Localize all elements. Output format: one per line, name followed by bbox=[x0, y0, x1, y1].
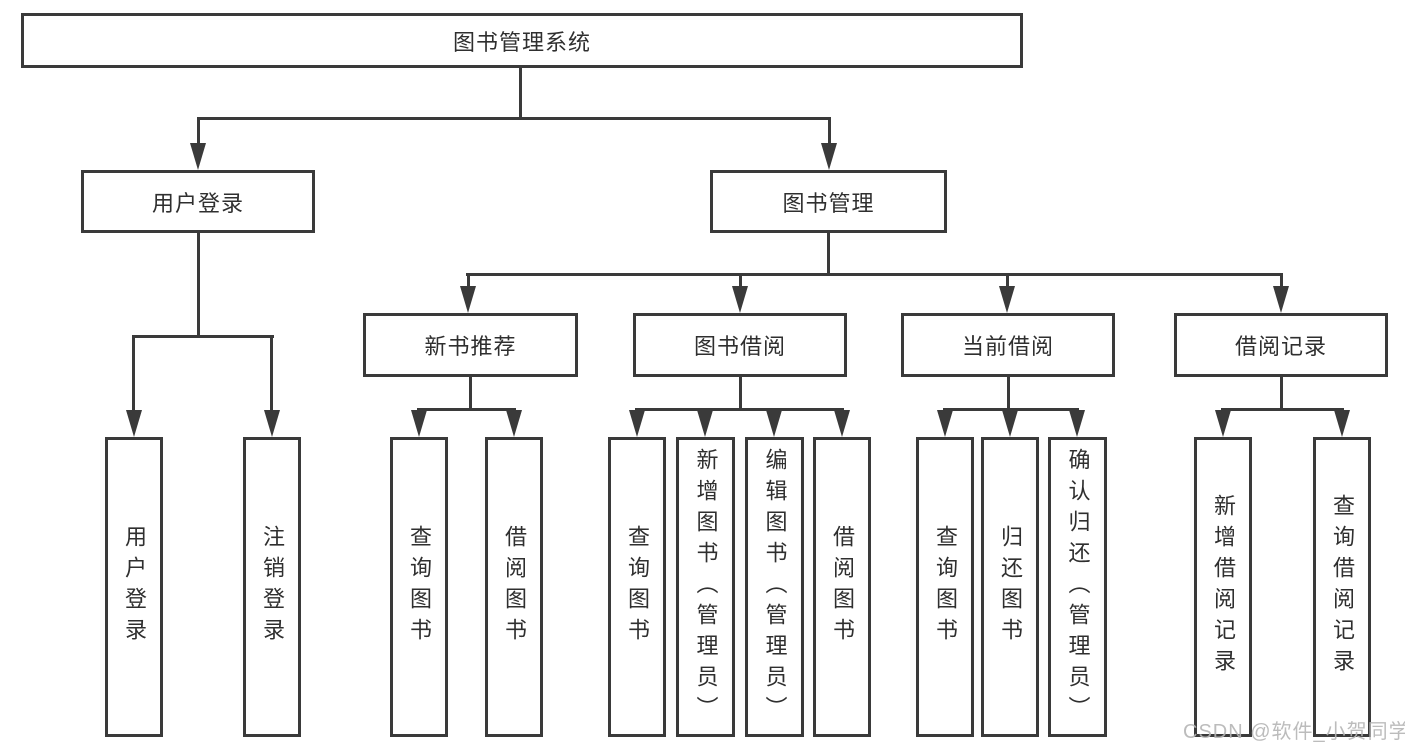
node-user-login: 用户登录 bbox=[81, 170, 315, 233]
node-new-book-recommend-label: 新书推荐 bbox=[424, 334, 517, 359]
leaf-confirm-return-admin-label: 确认归还（管理员） bbox=[1065, 447, 1091, 727]
arrow-down-icon bbox=[1069, 410, 1085, 437]
leaf-logout: 注销登录 bbox=[243, 437, 301, 737]
connector-line bbox=[943, 408, 1079, 411]
connector-line bbox=[519, 68, 522, 117]
arrow-down-icon bbox=[411, 410, 427, 437]
leaf-query-book-current: 查询图书 bbox=[916, 437, 974, 737]
leaf-query-borrow-record: 查询借阅记录 bbox=[1313, 437, 1371, 737]
leaf-return-book-label: 归还图书 bbox=[998, 525, 1023, 649]
leaf-borrow-book-borrow: 借阅图书 bbox=[813, 437, 871, 737]
connector-line bbox=[469, 377, 472, 410]
arrow-down-icon bbox=[821, 143, 837, 170]
leaf-borrow-book-newbook-label: 借阅图书 bbox=[502, 525, 527, 649]
arrow-down-icon bbox=[460, 286, 476, 313]
arrow-down-icon bbox=[834, 410, 850, 437]
node-root: 图书管理系统 bbox=[21, 13, 1023, 68]
leaf-edit-book-admin: 编辑图书（管理员） bbox=[745, 437, 804, 737]
leaf-query-book-newbook-label: 查询图书 bbox=[407, 525, 432, 649]
arrow-down-icon bbox=[1215, 410, 1231, 437]
node-current-borrow: 当前借阅 bbox=[901, 313, 1115, 377]
arrow-down-icon bbox=[1334, 410, 1350, 437]
node-book-management: 图书管理 bbox=[710, 170, 947, 233]
connector-line bbox=[739, 276, 742, 288]
arrow-down-icon bbox=[190, 143, 206, 170]
leaf-user-login-label: 用户登录 bbox=[122, 525, 147, 649]
node-book-borrow-label: 图书借阅 bbox=[693, 334, 786, 359]
node-borrow-record-label: 借阅记录 bbox=[1234, 334, 1327, 359]
arrow-down-icon bbox=[264, 410, 280, 437]
connector-line bbox=[635, 408, 844, 411]
arrow-down-icon bbox=[697, 410, 713, 437]
leaf-return-book: 归还图书 bbox=[981, 437, 1039, 737]
connector-line bbox=[1007, 377, 1010, 410]
connector-line bbox=[739, 377, 742, 410]
connector-line bbox=[1221, 408, 1344, 411]
leaf-query-book-borrow: 查询图书 bbox=[608, 437, 666, 737]
leaf-add-book-admin: 新增图书（管理员） bbox=[676, 437, 735, 737]
connector-line bbox=[417, 408, 516, 411]
connector-line bbox=[197, 117, 831, 120]
arrow-down-icon bbox=[1002, 410, 1018, 437]
node-book-borrow: 图书借阅 bbox=[633, 313, 847, 377]
connector-line bbox=[197, 120, 200, 145]
connector-line bbox=[828, 120, 831, 145]
watermark: CSDN @软件_小贺同学 bbox=[1183, 721, 1405, 743]
connector-line bbox=[270, 338, 273, 412]
connector-line bbox=[1280, 377, 1283, 410]
node-user-login-label: 用户登录 bbox=[151, 190, 244, 216]
leaf-logout-label: 注销登录 bbox=[260, 525, 285, 649]
connector-line bbox=[197, 233, 200, 337]
leaf-query-book-current-label: 查询图书 bbox=[933, 525, 958, 649]
arrow-down-icon bbox=[629, 410, 645, 437]
arrow-down-icon bbox=[1273, 286, 1289, 313]
leaf-borrow-book-newbook: 借阅图书 bbox=[485, 437, 543, 737]
arrow-down-icon bbox=[126, 410, 142, 437]
node-borrow-record: 借阅记录 bbox=[1174, 313, 1388, 377]
connector-line bbox=[1280, 276, 1283, 288]
arrow-down-icon bbox=[766, 410, 782, 437]
node-current-borrow-label: 当前借阅 bbox=[961, 334, 1054, 359]
connector-line bbox=[132, 335, 274, 338]
connector-line bbox=[827, 233, 830, 275]
leaf-edit-book-admin-label: 编辑图书（管理员） bbox=[762, 447, 788, 727]
arrow-down-icon bbox=[999, 286, 1015, 313]
leaf-user-login: 用户登录 bbox=[105, 437, 163, 737]
arrow-down-icon bbox=[732, 286, 748, 313]
leaf-add-borrow-record-label: 新增借阅记录 bbox=[1211, 494, 1236, 680]
connector-line bbox=[132, 338, 135, 412]
leaf-confirm-return-admin: 确认归还（管理员） bbox=[1048, 437, 1107, 737]
node-book-management-label: 图书管理 bbox=[782, 190, 875, 216]
connector-line bbox=[467, 276, 470, 288]
node-root-label: 图书管理系统 bbox=[452, 29, 591, 55]
node-new-book-recommend: 新书推荐 bbox=[363, 313, 578, 377]
arrow-down-icon bbox=[937, 410, 953, 437]
leaf-borrow-book-borrow-label: 借阅图书 bbox=[830, 525, 855, 649]
leaf-query-borrow-record-label: 查询借阅记录 bbox=[1330, 494, 1355, 680]
connector-line bbox=[466, 273, 1283, 276]
leaf-add-book-admin-label: 新增图书（管理员） bbox=[693, 447, 719, 727]
leaf-query-book-newbook: 查询图书 bbox=[390, 437, 448, 737]
leaf-add-borrow-record: 新增借阅记录 bbox=[1194, 437, 1252, 737]
connector-line bbox=[1006, 276, 1009, 288]
arrow-down-icon bbox=[506, 410, 522, 437]
leaf-query-book-borrow-label: 查询图书 bbox=[625, 525, 650, 649]
